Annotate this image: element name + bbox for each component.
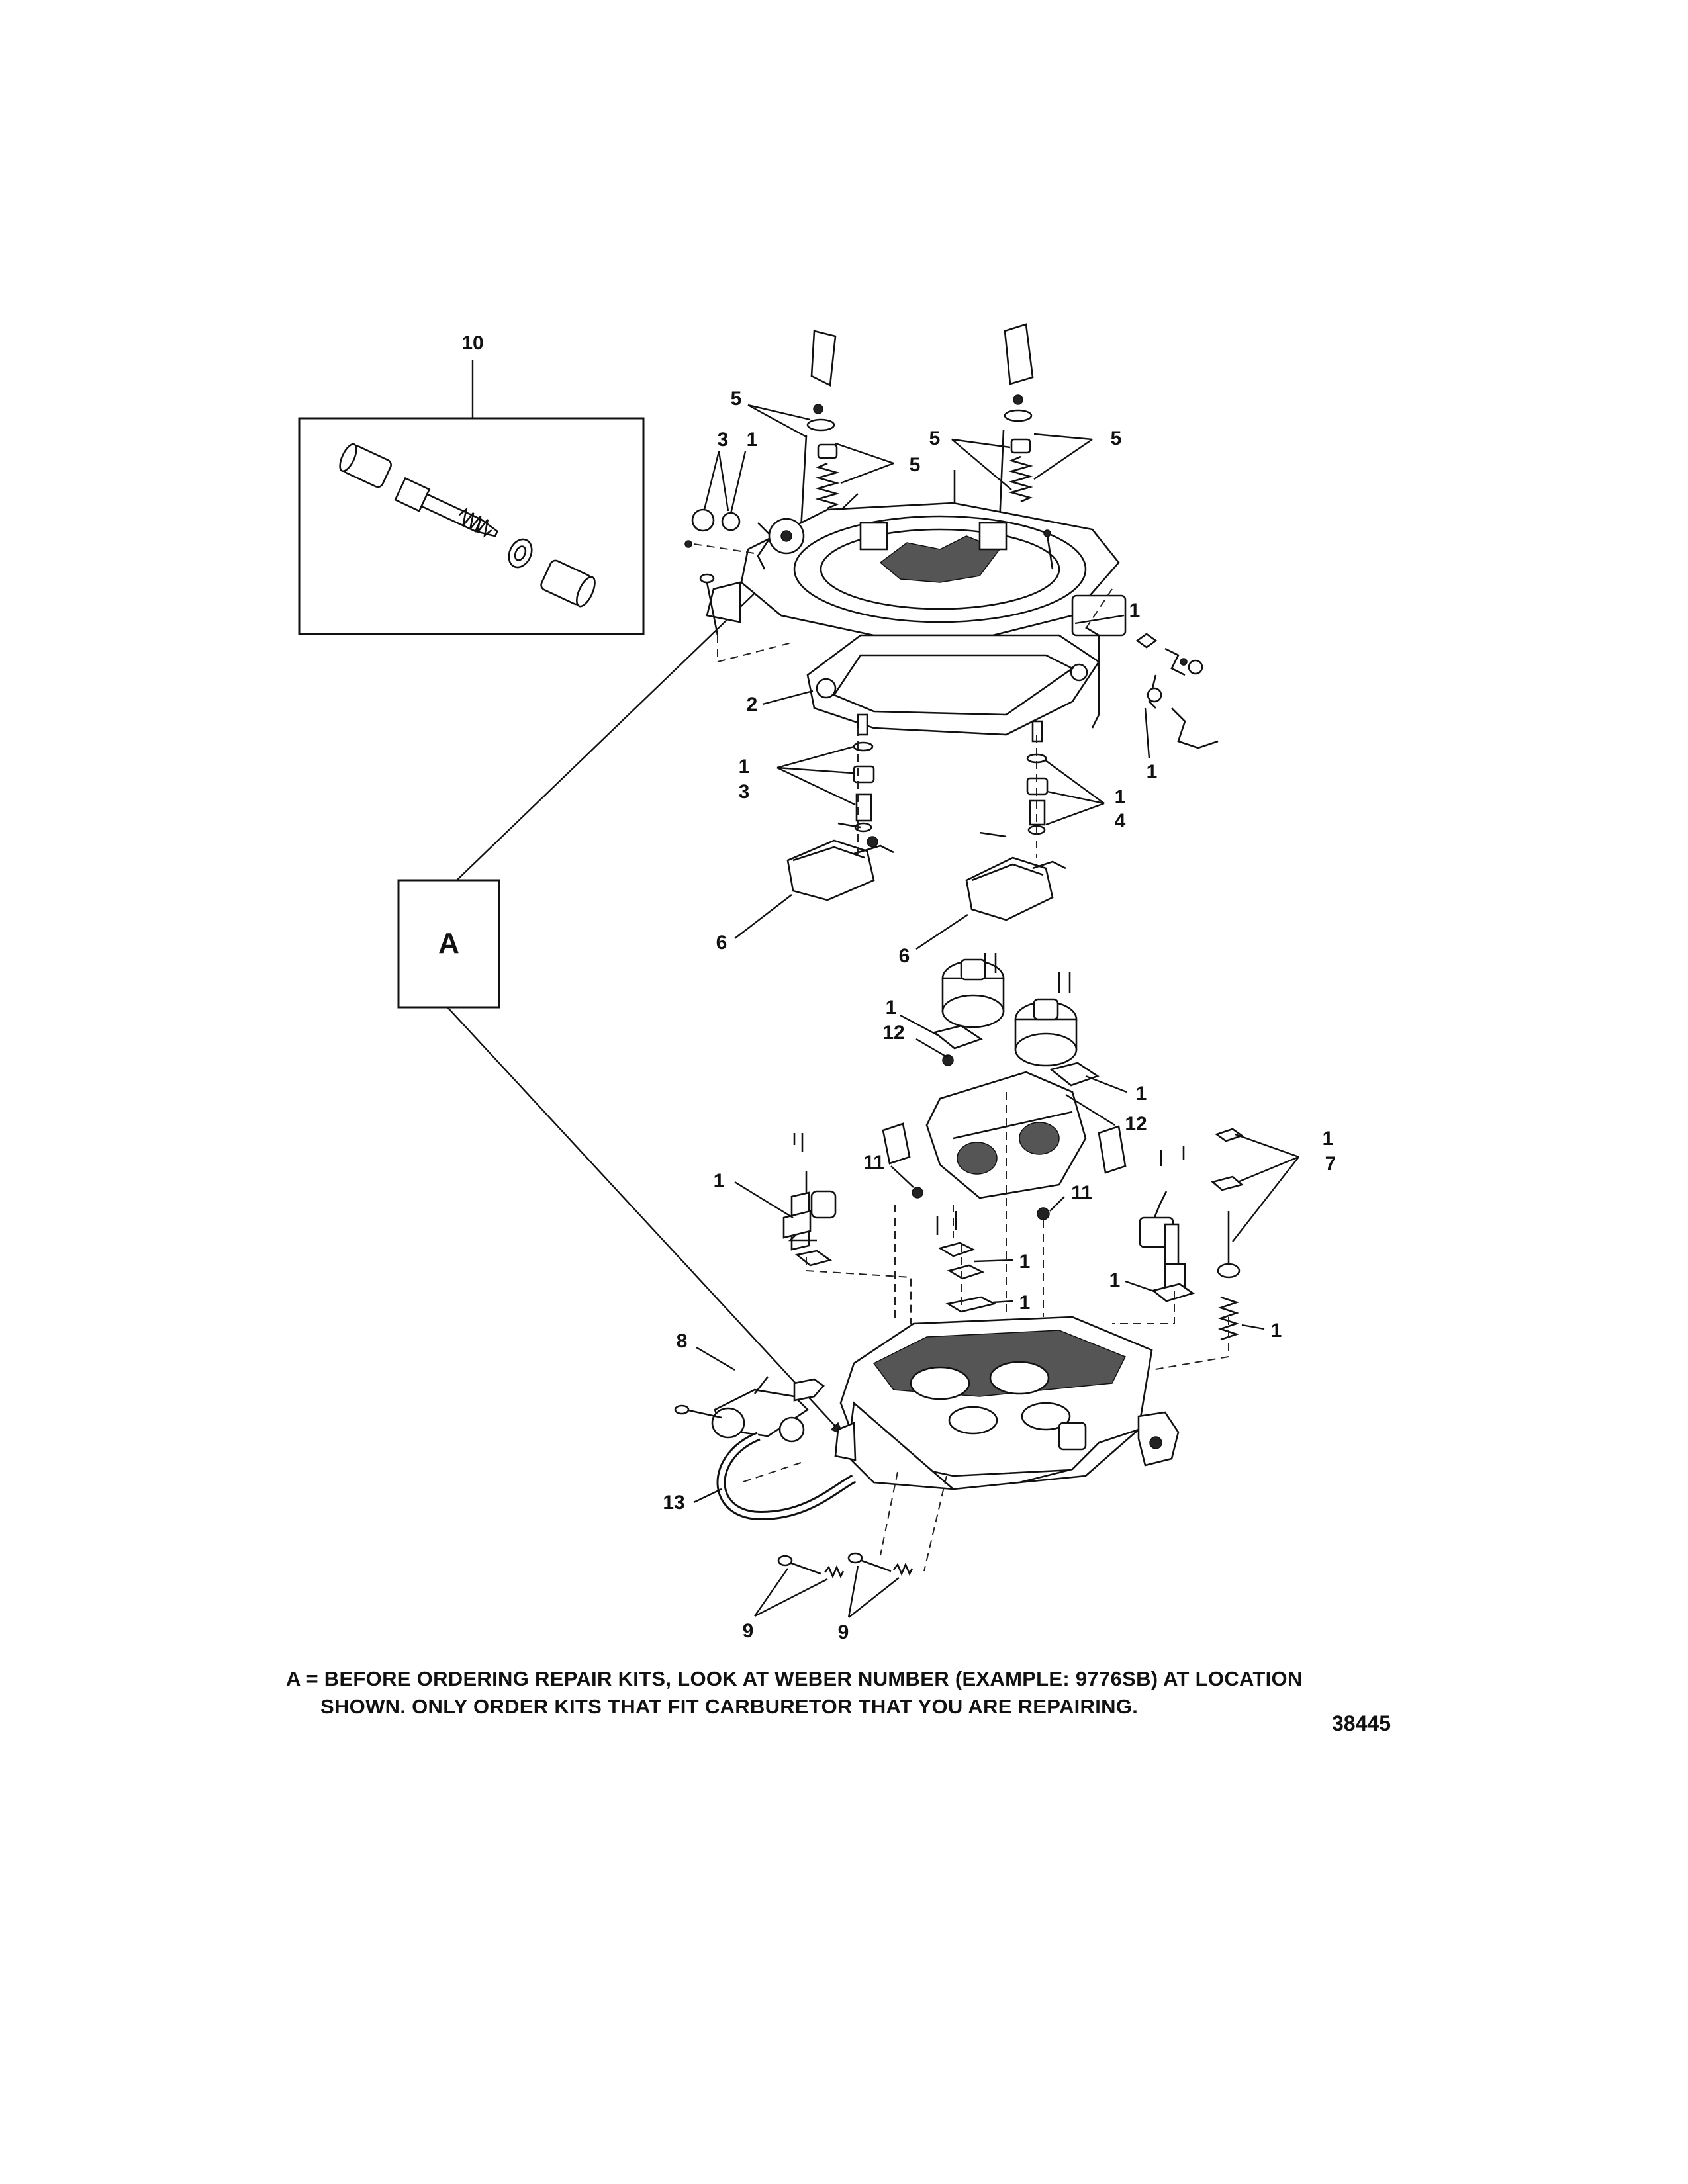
note-line-2: SHOWN. ONLY ORDER KITS THAT FIT CARBURET… xyxy=(320,1695,1139,1718)
callout-5: 5 xyxy=(731,388,742,410)
callout-1: 1 xyxy=(1323,1128,1334,1150)
right-linkage-parts xyxy=(1085,626,1219,749)
callout-3: 3 xyxy=(739,781,750,803)
assembly-guide-lines xyxy=(741,588,1229,1572)
choke-pull-off xyxy=(674,1376,825,1443)
callout-labels: 10 5 3 1 5 5 5 1 2 1 1 3 1 4 6 6 1 12 1 … xyxy=(461,332,1336,1643)
inset-fuel-inlet-assembly xyxy=(298,360,645,635)
callout-7: 7 xyxy=(1325,1153,1336,1175)
callout-1: 1 xyxy=(1271,1320,1282,1342)
callout-4: 4 xyxy=(1115,810,1126,832)
callout-1: 1 xyxy=(1109,1269,1121,1291)
callout-1: 1 xyxy=(739,756,750,778)
air-horn-gasket xyxy=(806,634,1100,736)
callout-11: 11 xyxy=(863,1152,884,1173)
callout-6: 6 xyxy=(899,945,910,967)
callout-12: 12 xyxy=(1125,1113,1147,1135)
callout-1: 1 xyxy=(714,1170,725,1192)
callout-1: 1 xyxy=(1136,1083,1147,1105)
small-gaskets xyxy=(936,1146,1185,1313)
callout-12: 12 xyxy=(882,1022,904,1044)
idle-mixture-screws xyxy=(777,1552,914,1579)
repair-kit-note: A = BEFORE ORDERING REPAIR KITS, LOOK AT… xyxy=(286,1665,1411,1721)
callout-10: 10 xyxy=(461,332,483,354)
callout-9: 9 xyxy=(743,1620,754,1642)
venturi-cluster xyxy=(882,1071,1127,1199)
callout-1: 1 xyxy=(1019,1292,1031,1314)
callout-3: 3 xyxy=(718,429,729,451)
pump-rod-left xyxy=(782,1133,923,1267)
vacuum-hose xyxy=(716,1432,857,1521)
callout-5: 5 xyxy=(910,454,921,476)
needle-and-float-left xyxy=(786,713,894,901)
main-body-assembly xyxy=(834,1316,1180,1490)
air-horn-assembly xyxy=(684,323,1127,663)
callout-6: 6 xyxy=(716,932,727,954)
secondary-diaphragms xyxy=(933,953,1100,1099)
note-line-1: A = BEFORE ORDERING REPAIR KITS, LOOK AT… xyxy=(286,1667,1303,1690)
callout-1: 1 xyxy=(747,429,758,451)
needle-and-float-right xyxy=(965,720,1066,921)
callout-13: 13 xyxy=(663,1492,684,1514)
callout-5: 5 xyxy=(929,428,941,449)
pump-assembly-right xyxy=(1139,1128,1244,1341)
callout-11: 11 xyxy=(1071,1182,1092,1204)
callout-1: 1 xyxy=(886,997,897,1019)
callout-1: 1 xyxy=(1147,761,1158,783)
callout-1: 1 xyxy=(1129,600,1141,621)
callout-1: 1 xyxy=(1019,1251,1031,1273)
callout-9: 9 xyxy=(838,1621,849,1643)
callout-1: 1 xyxy=(1115,786,1126,808)
callout-5: 5 xyxy=(1111,428,1122,449)
callout-leaders xyxy=(693,404,1299,1618)
callout-2: 2 xyxy=(747,694,758,715)
box-a-label: A xyxy=(438,927,459,960)
callout-8: 8 xyxy=(677,1330,688,1352)
figure-number: 38445 xyxy=(1332,1711,1391,1735)
